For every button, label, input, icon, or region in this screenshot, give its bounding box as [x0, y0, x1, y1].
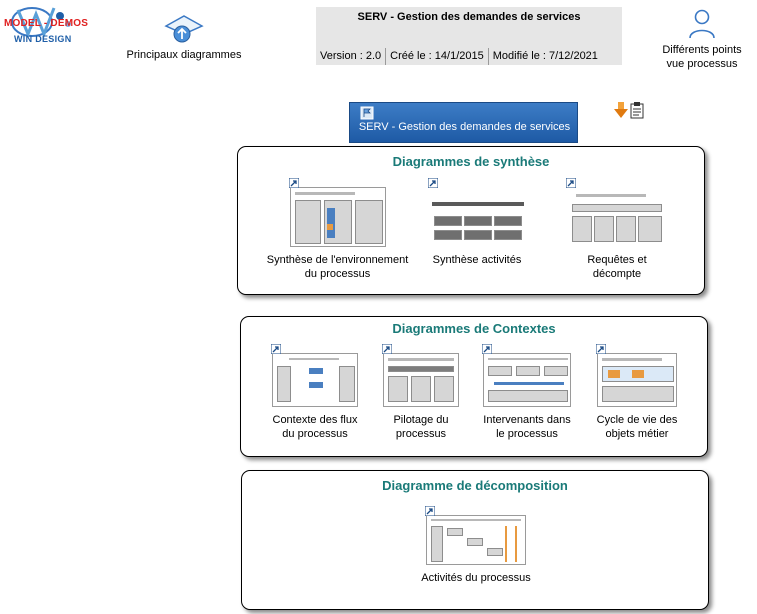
flag-icon — [360, 106, 374, 123]
item-label-line2: processus — [395, 428, 447, 440]
user-views-icon — [687, 9, 717, 43]
download-arrow-icon[interactable] — [614, 101, 628, 122]
diagram-activity-synthesis[interactable]: Synthèse activités — [420, 177, 534, 267]
diagram-environment-synthesis[interactable]: Synthèse de l'environnement du processus — [260, 177, 415, 281]
item-label-line1: Contexte des flux — [272, 414, 358, 426]
item-label-line1: Cycle de vie des — [596, 414, 678, 426]
item-label-line1: Requêtes et — [587, 254, 647, 266]
link-arrow-icon — [565, 177, 577, 189]
process-views-link[interactable]: Différents points vue processus — [650, 8, 754, 71]
item-label-line1: Synthèse activités — [432, 254, 522, 266]
link-arrow-icon — [424, 505, 436, 517]
windesign-logo — [4, 4, 94, 48]
diagram-thumbnail — [270, 343, 358, 407]
item-label-line1: Activités du processus — [421, 572, 531, 584]
diagram-thumbnail — [424, 505, 526, 565]
process-header: SERV - Gestion des demandes de services … — [316, 7, 622, 65]
clipboard-icon[interactable] — [630, 101, 644, 122]
modified-date: Modifié le : 7/12/2021 — [487, 48, 602, 65]
diagram-thumbnail — [427, 177, 525, 247]
link-arrow-icon — [381, 343, 393, 355]
created-date: Créé le : 14/1/2015 — [385, 48, 488, 65]
link-arrow-icon — [427, 177, 439, 189]
diagram-thumbnail — [565, 177, 667, 247]
item-label-line1: Intervenants dans — [483, 414, 571, 426]
item-label-line2: du processus — [304, 268, 371, 280]
diagram-object-lifecycle[interactable]: Cycle de vie des objets métier — [585, 343, 689, 441]
item-label-line2: objets métier — [605, 428, 669, 440]
diagram-thumbnail — [481, 343, 571, 407]
synthesis-diagrams-group: Diagrammes de synthèse Synthèse de l'env… — [237, 146, 705, 295]
link-arrow-icon — [481, 343, 493, 355]
diagram-process-activities[interactable]: Activités du processus — [408, 505, 544, 585]
views-label-line2: vue processus — [666, 58, 738, 70]
diagram-process-steering[interactable]: Pilotage du processus — [373, 343, 469, 441]
principal-diagrams-label: Principaux diagrammes — [126, 49, 242, 61]
context-group-title: Diagrammes de Contextes — [392, 321, 556, 336]
diagram-thumbnail — [381, 343, 459, 407]
diagram-requests-count[interactable]: Requêtes et décompte — [558, 177, 676, 281]
item-label-line2: du processus — [282, 428, 348, 440]
principal-diagrams-link[interactable]: Principaux diagrammes — [120, 14, 248, 61]
link-arrow-icon — [270, 343, 282, 355]
link-arrow-icon — [595, 343, 607, 355]
diagram-process-actors[interactable]: Intervenants dans le processus — [475, 343, 579, 441]
context-diagrams-group: Diagrammes de Contextes Contexte des flu… — [240, 316, 708, 457]
diagram-thumbnail — [595, 343, 677, 407]
process-main-button[interactable]: SERV - Gestion des demandes de services — [349, 102, 578, 143]
item-label-line2: le processus — [496, 428, 558, 440]
version-label: Version : 2.0 — [320, 50, 382, 62]
diagram-thumbnail — [288, 177, 386, 247]
decomposition-group-title: Diagramme de décomposition — [382, 478, 568, 493]
link-arrow-icon — [288, 177, 299, 189]
diagram-flow-context[interactable]: Contexte des flux du processus — [263, 343, 367, 441]
logo-brand-text: WIN DESIGN — [14, 34, 72, 44]
synthesis-group-title: Diagrammes de synthèse — [392, 154, 550, 169]
logo-model-text: MODEL - DEMOS — [4, 18, 89, 29]
process-title: SERV - Gestion des demandes de services — [357, 11, 581, 23]
process-main-label: SERV - Gestion des demandes de services — [358, 121, 571, 133]
item-label-line2: décompte — [592, 268, 642, 280]
process-meta-row: Version : 2.0 Créé le : 14/1/2015 Modifi… — [316, 48, 622, 65]
views-label-line1: Différents points — [662, 44, 742, 56]
item-label-line1: Pilotage du — [393, 414, 449, 426]
decomposition-diagram-group: Diagramme de décomposition Activités du … — [241, 470, 709, 610]
item-label-line1: Synthèse de l'environnement — [266, 254, 409, 266]
home-diagram-icon — [162, 15, 206, 47]
